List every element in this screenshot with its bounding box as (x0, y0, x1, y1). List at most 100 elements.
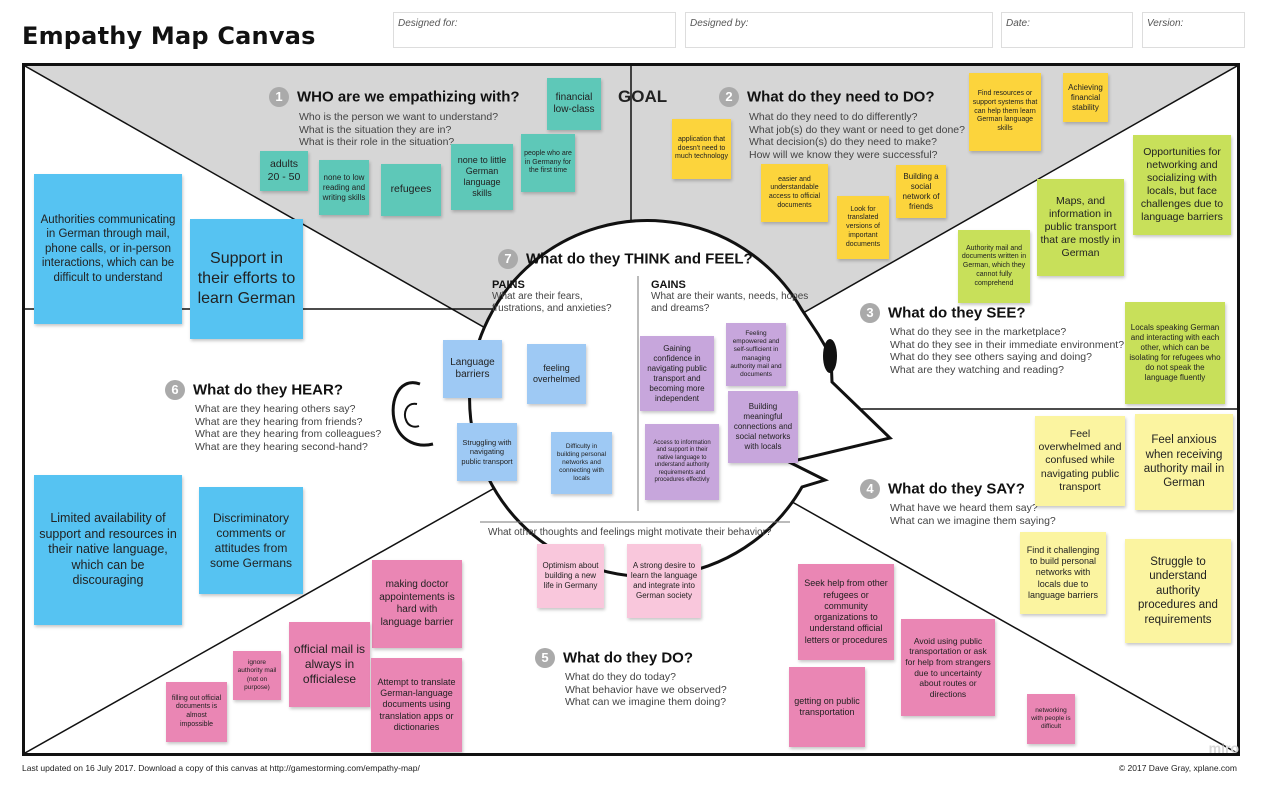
sticky-note[interactable]: Authority mail and documents written in … (958, 230, 1030, 303)
question: What are they hearing second-hand? (195, 440, 368, 453)
section-see: 3 What do they SEE? What do they see in t… (860, 303, 1124, 376)
version-field[interactable]: Version: (1142, 12, 1245, 48)
sticky-note[interactable]: Attempt to translate German-language doc… (371, 658, 462, 752)
question: What can we imagine them saying? (890, 514, 1056, 527)
question: What have we heard them say? (890, 502, 1038, 514)
sticky-note[interactable]: Find resources or support systems that c… (969, 73, 1041, 151)
section-number: 6 (165, 380, 185, 400)
question: What are they hearing from colleagues? (195, 428, 382, 440)
sticky-note[interactable]: none to low reading and writing skills (319, 160, 369, 215)
empathy-map-board: GOAL 1 WHO are we empathizing with? Who i… (22, 63, 1240, 756)
question: What is the situation they are in? (299, 123, 452, 136)
sticky-note[interactable]: Achieving financial stability (1063, 73, 1108, 122)
sticky-note[interactable]: feeling overhelmed (527, 344, 586, 404)
sticky-note[interactable]: Opportunities for networking and sociali… (1133, 135, 1231, 235)
section-title: What do they SAY? (888, 480, 1025, 498)
section-think-feel: 7 What do they THINK and FEEL? (498, 249, 753, 269)
question: What job(s) do they want or need to get … (749, 123, 965, 136)
sticky-note[interactable]: getting on public transportation (789, 667, 865, 747)
sticky-note[interactable]: Look for translated versions of importan… (837, 196, 889, 259)
sticky-note[interactable]: Locals speaking German and interacting w… (1125, 302, 1225, 404)
sticky-note[interactable]: adults 20 - 50 (260, 151, 308, 191)
head-ear-inner (403, 402, 420, 428)
pains-title: PAINS (492, 279, 525, 291)
sticky-note[interactable]: people who are in Germany for the first … (521, 134, 575, 192)
sticky-note[interactable]: Difficulty in building personal networks… (551, 432, 612, 494)
sticky-note[interactable]: none to little German language skills (451, 144, 513, 210)
sticky-note[interactable]: Feel overwhelmed and confused while navi… (1035, 416, 1125, 506)
sticky-note[interactable]: Struggle to understand authority procedu… (1125, 539, 1231, 643)
section-title: What do they need to DO? (747, 88, 935, 106)
designed-by-field[interactable]: Designed by: (685, 12, 993, 48)
sticky-note[interactable]: easier and understandable access to offi… (761, 164, 828, 222)
head-ear (391, 381, 434, 447)
head-eye (823, 339, 837, 373)
sticky-note[interactable]: refugees (381, 164, 441, 216)
sticky-note[interactable]: Limited availability of support and reso… (34, 475, 182, 625)
sticky-note[interactable]: official mail is always in officialese (289, 622, 370, 707)
designed-for-field[interactable]: Designed for: (393, 12, 676, 48)
sticky-note[interactable]: filling out official documents is almost… (166, 682, 227, 742)
question: What are they hearing from friends? (195, 415, 363, 428)
section-title: What do they SEE? (888, 304, 1026, 322)
sticky-note[interactable]: Maps, and information in public transpor… (1037, 179, 1124, 276)
sticky-note[interactable]: networking with people is difficult (1027, 694, 1075, 744)
question: What do they see in their immediate envi… (890, 338, 1125, 351)
question: What can we imagine them doing? (565, 696, 727, 708)
section-questions: Who is the person we want to understand?… (299, 111, 520, 149)
gains-title: GAINS (651, 279, 686, 291)
sticky-note[interactable]: Struggling with navigating public transp… (457, 423, 517, 481)
sticky-note[interactable]: Building a social network of friends (896, 165, 946, 218)
question: What decision(s) do they need to make? (749, 136, 937, 148)
section-title: WHO are we empathizing with? (297, 88, 520, 106)
section-title: What do they THINK and FEEL? (526, 250, 753, 268)
sticky-note[interactable]: Discriminatory comments or attitudes fro… (199, 487, 303, 594)
question: Who is the person we want to understand? (299, 111, 499, 123)
sticky-note[interactable]: Avoid using public transportation or ask… (901, 619, 995, 716)
sticky-note[interactable]: financial low-class (547, 78, 601, 130)
sticky-note[interactable]: making doctor appointements is hard with… (372, 560, 462, 648)
page-title: Empathy Map Canvas (22, 22, 316, 50)
pains-question: What are their fears, frustrations, and … (492, 291, 612, 314)
sticky-note[interactable]: Find it challenging to build personal ne… (1020, 532, 1106, 614)
section-number: 1 (269, 87, 289, 107)
question: What are they watching and reading? (890, 363, 1064, 376)
section-who: 1 WHO are we empathizing with? Who is the… (269, 87, 520, 149)
question: What do they do today? (565, 671, 676, 683)
sticky-note[interactable]: Seek help from other refugees or communi… (798, 564, 894, 660)
sticky-note[interactable]: Feeling empowered and self-sufficient in… (726, 323, 786, 386)
sticky-note[interactable]: Building meaningful connections and soci… (728, 391, 798, 463)
date-field[interactable]: Date: (1001, 12, 1133, 48)
sticky-note[interactable]: ignore authority mail (not on purpose) (233, 651, 281, 700)
section-number: 7 (498, 249, 518, 269)
other-thoughts-label: What other thoughts and feelings might m… (488, 527, 772, 538)
footer-source: Last updated on 16 July 2017. Download a… (22, 763, 420, 773)
section-questions: What do they see in the marketplace? Wha… (890, 326, 1124, 376)
sticky-note[interactable]: Feel anxious when receiving authority ma… (1135, 414, 1233, 510)
question: What do they need to do differently? (749, 111, 918, 123)
gains-question: What are their wants, needs, hopes and d… (651, 291, 809, 314)
question: How will we know they were successful? (749, 148, 938, 161)
sticky-note[interactable]: Gaining confidence in navigating public … (640, 336, 714, 411)
section-questions: What do they do today? What behavior hav… (565, 671, 727, 709)
question: What do they see others saying and doing… (890, 351, 1092, 363)
question: What are they hearing others say? (195, 403, 356, 415)
sticky-note[interactable]: application that doesn't need to much te… (672, 119, 731, 179)
goal-label: GOAL (618, 87, 668, 106)
sticky-note[interactable]: A strong desire to learn the language an… (627, 544, 701, 618)
sticky-note[interactable]: Optimism about building a new life in Ge… (537, 544, 604, 608)
section-title: What do they DO? (563, 649, 693, 667)
sticky-note[interactable]: Authorities communicating in German thro… (34, 174, 182, 324)
sticky-note[interactable]: Access to information and support in the… (645, 424, 719, 500)
sticky-note[interactable]: Support in their efforts to learn German (190, 219, 303, 339)
question: What behavior have we observed? (565, 683, 727, 696)
section-questions: What are they hearing others say? What a… (195, 403, 381, 453)
section-questions: What have we heard them say? What can we… (890, 502, 1056, 527)
section-number: 3 (860, 303, 880, 323)
question: What do they see in the marketplace? (890, 326, 1067, 338)
miro-watermark: miro (1208, 740, 1239, 756)
sticky-note[interactable]: Language barriers (443, 340, 502, 398)
section-questions: What do they need to do differently? Wha… (749, 111, 965, 161)
